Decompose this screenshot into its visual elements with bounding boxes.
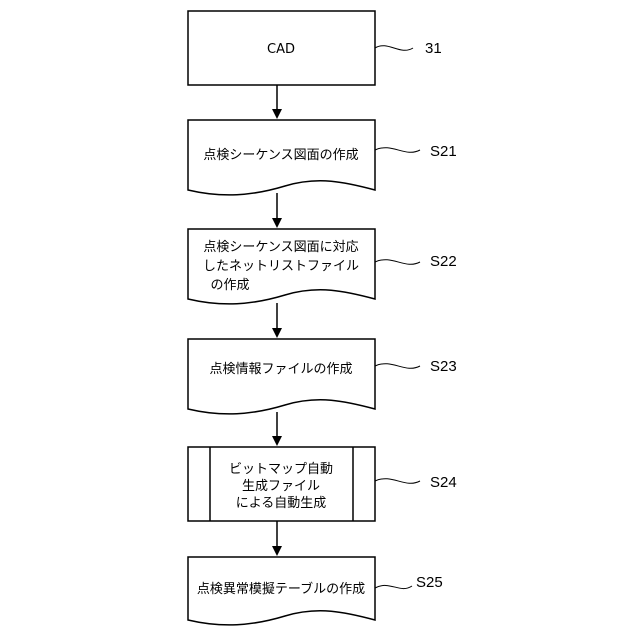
s22-label-line-2: したネットリストファイル [203, 259, 359, 274]
arrow-s24-to-s25 [272, 521, 282, 556]
arrow-cad-to-s21 [272, 85, 282, 119]
s24-ref-number: S24 [430, 474, 457, 491]
s23-leader [375, 364, 420, 369]
s22-ref-number: S22 [430, 253, 457, 270]
s21-label: 点検シーケンス図面の作成 [203, 148, 358, 163]
step-s23: 点検情報ファイルの作成 S23 [188, 339, 457, 414]
arrow-s23-to-s24 [272, 412, 282, 446]
step-s24: ビットマップ自動 生成ファイル による自動生成 S24 [188, 447, 457, 521]
s25-ref-number: S25 [416, 574, 443, 591]
cad-ref-number: 31 [425, 40, 442, 57]
step-cad: CAD 31 [188, 11, 442, 85]
arrow-s21-to-s22 [272, 193, 282, 228]
cad-leader [375, 46, 413, 51]
s22-label-line-3: の作成 [210, 278, 249, 293]
s21-leader [375, 148, 420, 153]
s23-ref-number: S23 [430, 358, 457, 375]
s21-ref-number: S21 [430, 143, 457, 160]
s25-label: 点検異常模擬テーブルの作成 [197, 581, 365, 597]
s24-label-line-2: 生成ファイル [242, 479, 320, 494]
step-s21: 点検シーケンス図面の作成 S21 [188, 120, 457, 195]
s23-label: 点検情報ファイルの作成 [209, 362, 352, 377]
step-s22: 点検シーケンス図面に対応 したネットリストファイル の作成 S22 [188, 229, 457, 304]
s24-label-line-3: による自動生成 [236, 496, 327, 511]
s22-leader [375, 260, 420, 265]
arrow-s22-to-s23 [272, 303, 282, 338]
s24-leader [375, 479, 420, 484]
step-s25: 点検異常模擬テーブルの作成 S25 [188, 557, 443, 625]
s24-label-line-1: ビットマップ自動 [229, 462, 333, 477]
s25-leader [375, 585, 412, 588]
cad-label: CAD [267, 42, 295, 57]
s22-label-line-1: 点検シーケンス図面に対応 [203, 240, 358, 255]
